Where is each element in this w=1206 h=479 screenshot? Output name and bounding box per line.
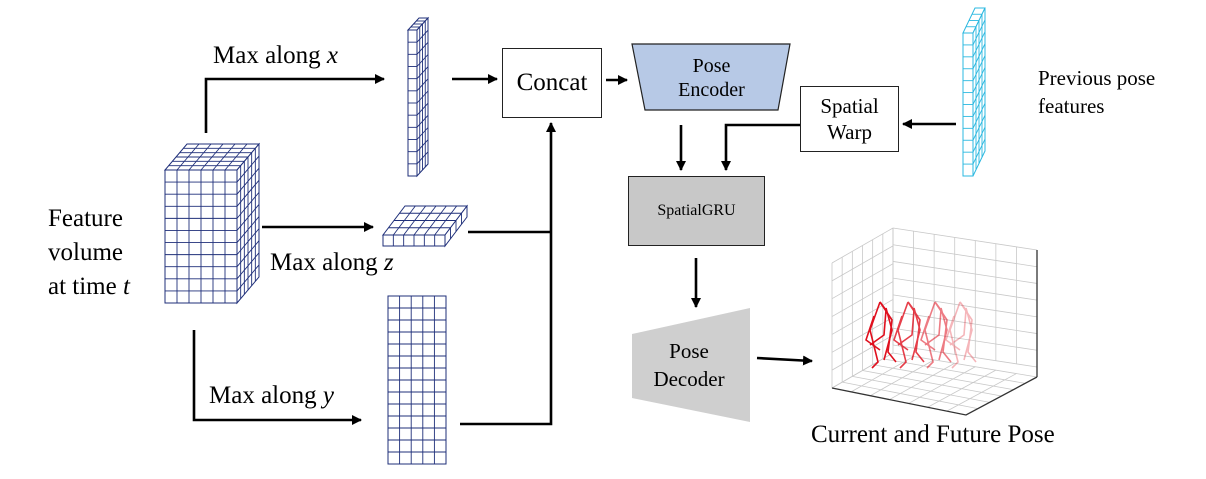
spatial-gru-box: SpatialGRU xyxy=(628,176,765,246)
arrow-decoder-to-pose xyxy=(756,355,813,366)
current-future-pose-label: Current and Future Pose xyxy=(811,421,1055,448)
spatial-warp-box: Spatial Warp xyxy=(800,86,899,152)
pose-3d-plot xyxy=(831,227,1038,416)
previous-pose-features-label: Previous pose features xyxy=(1038,66,1156,118)
pose-encoder-label: Pose Encoder xyxy=(678,55,745,101)
feature-volume-label: Feature volume at time t xyxy=(48,205,130,300)
pose-encoder-shape xyxy=(631,43,791,111)
concat-box: Concat xyxy=(502,48,602,118)
pose-decoder-label: Pose Decoder xyxy=(653,339,725,391)
max-along-z-label: Max along z xyxy=(270,249,394,276)
max-along-y-label: Max along y xyxy=(209,382,334,409)
arrow-y-to-concat xyxy=(460,122,556,426)
arrow-to-max-x xyxy=(204,74,385,133)
max-x-slab xyxy=(406,16,430,178)
arrow-to-max-y xyxy=(192,330,362,425)
feature-volume-block xyxy=(163,142,261,305)
max-y-slab xyxy=(387,295,447,465)
max-along-x-label: Max along x xyxy=(213,42,338,69)
previous-pose-slab xyxy=(962,7,986,177)
arrow-warp-to-gru xyxy=(721,123,800,171)
pose-decoder-shape xyxy=(632,308,750,422)
max-z-slab xyxy=(381,204,469,248)
